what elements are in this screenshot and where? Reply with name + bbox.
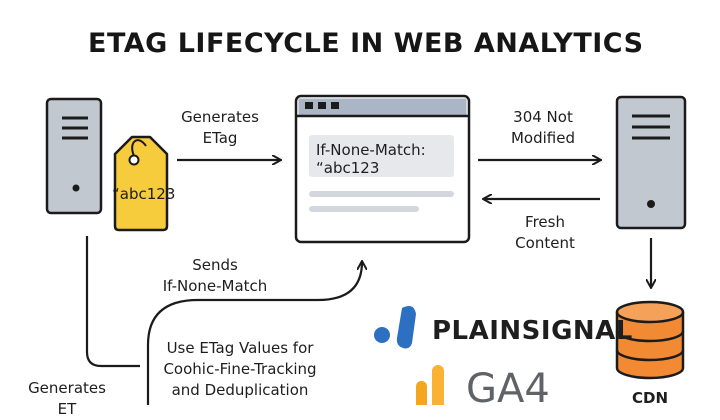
edge-server-icon xyxy=(615,95,687,230)
browser-header-name: If-None-Match: xyxy=(316,141,426,159)
plainsignal-wordmark: PLAINSIGNAL xyxy=(432,316,633,346)
ga4-logo-icon xyxy=(416,365,444,405)
label-generates-etag: Generates ETag xyxy=(181,108,259,147)
tag-value: “abc123 xyxy=(112,185,176,203)
diagram-canvas xyxy=(45,94,687,405)
ga4-wordmark: GA4 xyxy=(466,366,550,412)
label-304-not-modified: 304 Not Modified xyxy=(510,108,575,147)
cdn-database-icon xyxy=(615,300,685,380)
label-cdn: CDN xyxy=(631,389,668,407)
label-use-etag-values: Use ETag Values for Coohic-Fine-Tracking… xyxy=(163,339,317,399)
origin-server-icon xyxy=(45,97,103,215)
browser-window-icon xyxy=(294,94,471,244)
plainsignal-logo-icon xyxy=(374,306,416,349)
label-generates-bottom: Generates ET xyxy=(28,379,106,418)
arrow-sends-if-none-match xyxy=(85,236,362,405)
label-fresh-content: Fresh Content xyxy=(515,213,575,252)
diagram-title: ETAG LIFECYCLE IN WEB ANALYTICS xyxy=(88,28,644,59)
etag-tag-icon xyxy=(113,135,169,232)
label-sends-if-none-match: Sends If-None-Match xyxy=(162,256,268,295)
browser-header-value: “abc123 xyxy=(316,159,380,177)
